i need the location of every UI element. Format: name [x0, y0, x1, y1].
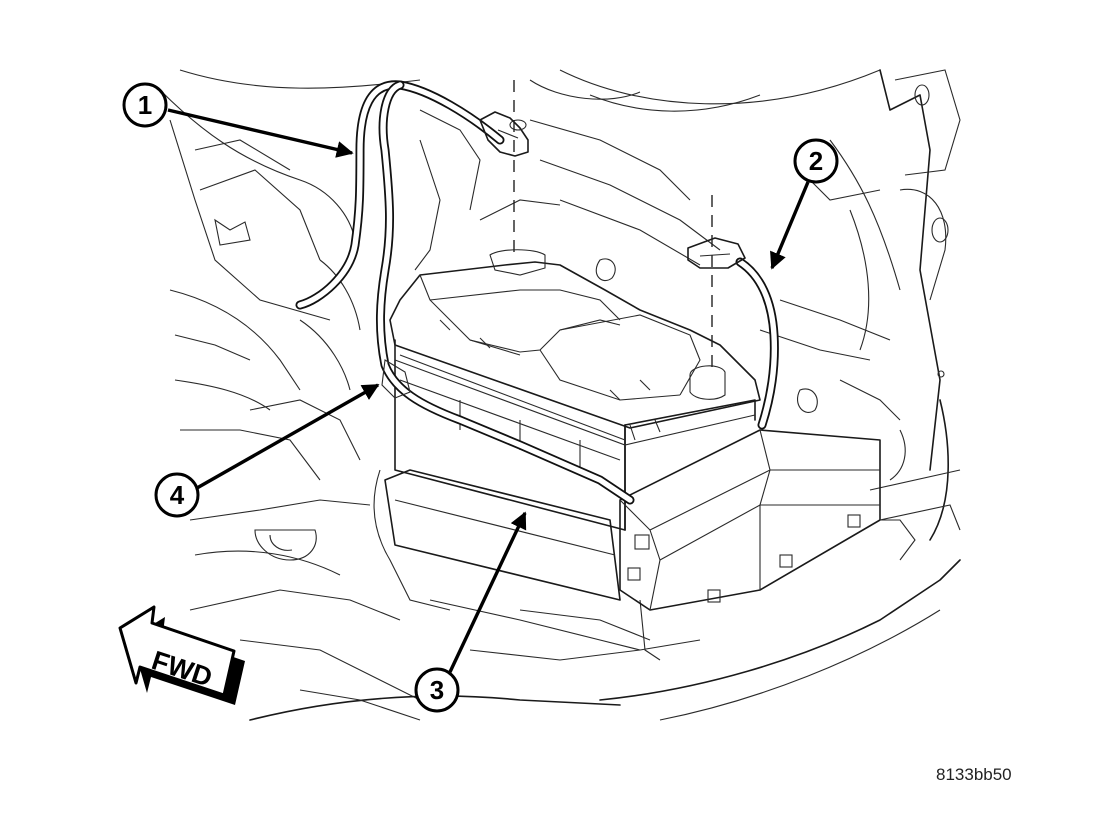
- negative-battery-cable: [295, 80, 635, 505]
- battery-tray: [373, 469, 661, 661]
- callout-3: 3: [414, 667, 460, 713]
- forward-direction-arrow: FWD: [118, 605, 245, 705]
- callout-1: 1: [122, 82, 168, 128]
- positive-battery-cable: [687, 237, 779, 430]
- callout-leaders: [167, 108, 810, 673]
- figure-id: 8133bb50: [936, 765, 1012, 784]
- battery: [389, 249, 761, 531]
- callout-3-label: 3: [430, 675, 444, 705]
- callout-2: 2: [793, 138, 839, 184]
- terminal-alignment-lines: [513, 80, 713, 375]
- engine-compartment-background: [159, 69, 961, 721]
- callout-4-label: 4: [170, 480, 185, 510]
- callout-1-label: 1: [138, 90, 152, 120]
- callout-4: 4: [154, 472, 200, 518]
- distribution-box: [619, 429, 916, 611]
- callout-2-label: 2: [809, 146, 823, 176]
